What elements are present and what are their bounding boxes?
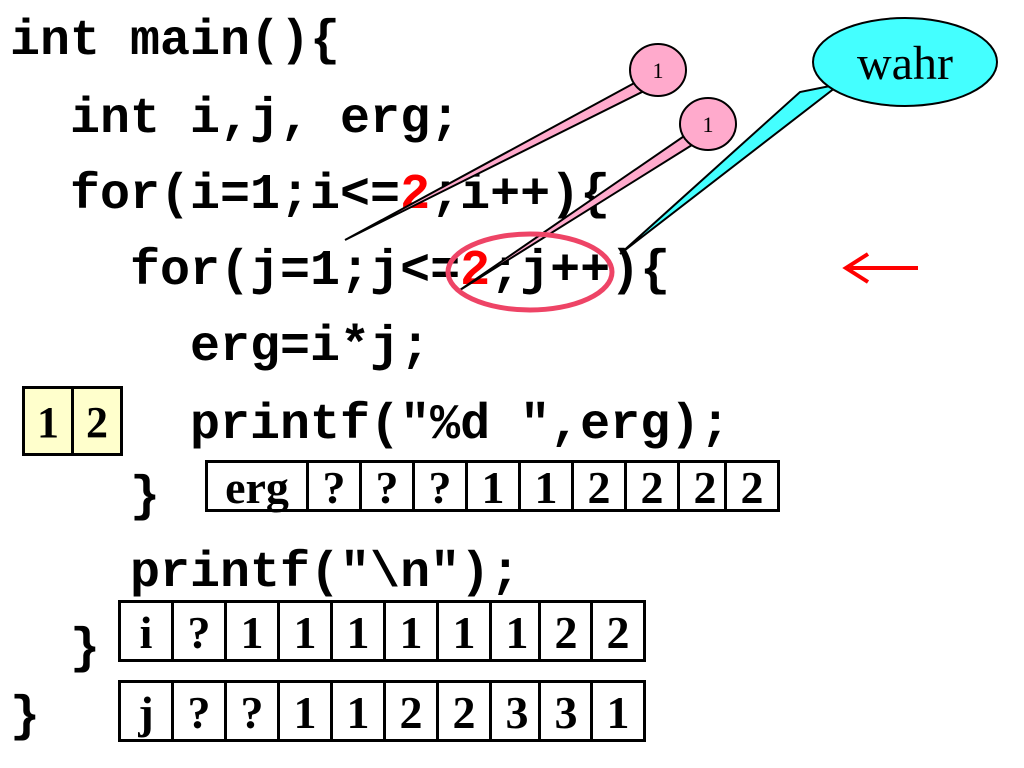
pink-bubble-bottom <box>679 97 737 151</box>
condition-highlight-ellipse <box>445 231 615 313</box>
i-cell-3: 1 <box>277 600 333 662</box>
j-cell-1: ? <box>171 680 227 742</box>
pink-bubble-top-pointer <box>344 78 652 241</box>
erg-cell-4: 1 <box>465 460 521 513</box>
erg-cell-3: ? <box>412 460 468 513</box>
j-cell-8: 3 <box>538 680 594 742</box>
i-cell-4: 1 <box>330 600 386 662</box>
j-table-label: j <box>118 680 174 742</box>
pink-bubble-top-label: 1 <box>652 58 664 83</box>
output-cell-1: 1 <box>22 386 74 456</box>
code-line-2: int i,j, erg; <box>10 91 461 148</box>
i-cell-1: ? <box>171 600 227 662</box>
j-cell-5: 2 <box>383 680 439 742</box>
i-cell-5: 1 <box>383 600 439 662</box>
j-cell-4: 1 <box>330 680 386 742</box>
j-cell-7: 3 <box>489 680 545 742</box>
code-line-8: printf("\n"); <box>10 545 521 602</box>
erg-cell-6: 2 <box>571 460 627 513</box>
i-cell-6: 1 <box>436 600 492 662</box>
cyan-bubble-pointer <box>619 83 841 255</box>
code-line-4-part-a: for(j=1;j<= <box>10 243 461 300</box>
code-line-5: erg=i*j; <box>10 319 431 376</box>
pink-bubble-bottom-pointer <box>459 130 702 291</box>
erg-cell-9: 2 <box>724 460 780 513</box>
erg-cell-1: ? <box>306 460 362 513</box>
code-line-3-part-a: for(i=1;i<= <box>10 167 401 224</box>
erg-table-label: erg <box>205 460 309 513</box>
code-line-9: } <box>10 621 101 678</box>
erg-cell-8: 2 <box>677 460 733 513</box>
j-cell-2: ? <box>224 680 280 742</box>
i-cell-2: 1 <box>224 600 280 662</box>
i-cell-9: 2 <box>590 600 646 662</box>
code-line-4-limit: 2 <box>460 243 491 300</box>
erg-cell-7: 2 <box>624 460 680 513</box>
pink-bubble-bottom-label: 1 <box>702 112 714 137</box>
code-line-10: } <box>10 689 41 746</box>
left-arrow-icon <box>842 252 918 284</box>
output-cell-2: 2 <box>71 386 123 456</box>
cyan-bubble <box>812 17 998 107</box>
erg-cell-5: 1 <box>518 460 574 513</box>
j-cell-9: 1 <box>590 680 646 742</box>
cyan-bubble-label: wahr <box>857 37 953 90</box>
i-cell-7: 1 <box>489 600 545 662</box>
j-cell-6: 2 <box>436 680 492 742</box>
pink-bubble-top <box>629 43 687 97</box>
code-line-1: int main(){ <box>10 13 341 70</box>
j-cell-3: 1 <box>277 680 333 742</box>
i-table-label: i <box>118 600 174 662</box>
erg-cell-2: ? <box>359 460 415 513</box>
code-line-6: printf("%d ",erg); <box>10 397 731 454</box>
code-line-7: } <box>10 469 161 526</box>
i-cell-8: 2 <box>538 600 594 662</box>
